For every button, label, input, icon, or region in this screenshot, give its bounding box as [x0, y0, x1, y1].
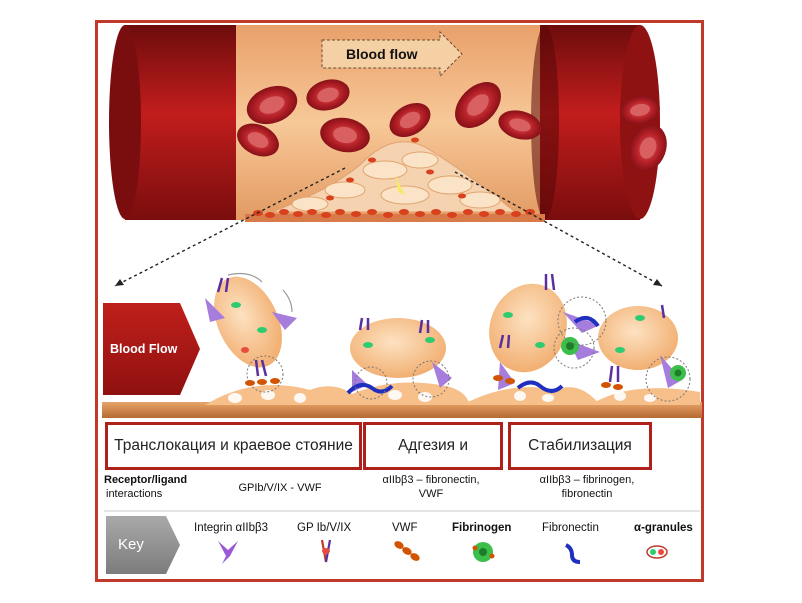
key-label-alpha-granules: α-granules — [634, 522, 693, 534]
wall-dots — [253, 137, 535, 218]
stage-adhesion-label: Адгезия и — [397, 436, 469, 454]
red-blood-cells — [237, 79, 667, 172]
key-title: Key — [118, 536, 144, 553]
key-label-fibrinogen: Fibrinogen — [452, 522, 512, 534]
platelet-stage1 — [205, 272, 297, 393]
interactions-stage1: GPIb/V/IX - VWF — [238, 482, 322, 494]
interactions-stage2-line2: VWF — [418, 487, 444, 500]
key-label-fibronectin: Fibronectin — [542, 522, 599, 534]
stage-stabilization-label: Стабилизация — [528, 436, 632, 454]
fibrinogen-icon — [472, 542, 495, 562]
gpib-icon — [320, 539, 332, 563]
interactions-stage2: αIIbβ3 – fibronectin, VWF — [356, 474, 506, 502]
interactions-header-line1: Receptor/ligand — [104, 474, 188, 486]
stage-translocation: Транслокация и краевое стояние — [105, 422, 362, 470]
interactions-header: Receptor/ligand interactions — [104, 474, 204, 502]
side-blood-flow-banner — [103, 303, 200, 395]
stage-stabilization: Стабилизация — [508, 422, 652, 470]
blood-flow-label: Blood flow — [346, 46, 418, 62]
platelet-stage3 — [489, 273, 691, 402]
blood-flow-arrow — [321, 30, 463, 78]
key-label-gpib: GP Ib/V/IX — [297, 522, 352, 534]
platelet-stage2 — [346, 317, 452, 400]
interactions-stage2-line1: αIIbβ3 – fibronectin, — [382, 474, 480, 486]
interactions-stage3: αIIbβ3 – fibrinogen, fibronectin — [512, 474, 662, 502]
endothelium — [102, 382, 702, 418]
integrin-icon — [218, 541, 238, 564]
zoom-arrowhead-left — [115, 279, 124, 286]
side-blood-flow-label: Blood Flow — [110, 342, 178, 356]
alpha-granule-icon — [646, 545, 668, 559]
zoom-arrowhead-right — [653, 279, 662, 286]
fibronectin-icon — [565, 543, 581, 564]
interactions-stage3-line2: fibronectin — [561, 487, 613, 500]
platelet-aggregate — [271, 141, 517, 213]
stage-translocation-label: Транслокация и краевое стояние — [114, 436, 353, 454]
key-label-integrin: Integrin αIIbβ3 — [194, 522, 268, 534]
interactions-header-line2: interactions — [106, 487, 163, 500]
stage-adhesion: Адгезия и — [363, 422, 503, 470]
key-panel — [106, 516, 180, 574]
zoom-lines — [114, 167, 663, 287]
key-label-vwf: VWF — [392, 522, 418, 534]
vwf-icon — [394, 541, 420, 561]
interactions-stage3-line1: αIIbβ3 – fibrinogen, — [539, 474, 635, 486]
